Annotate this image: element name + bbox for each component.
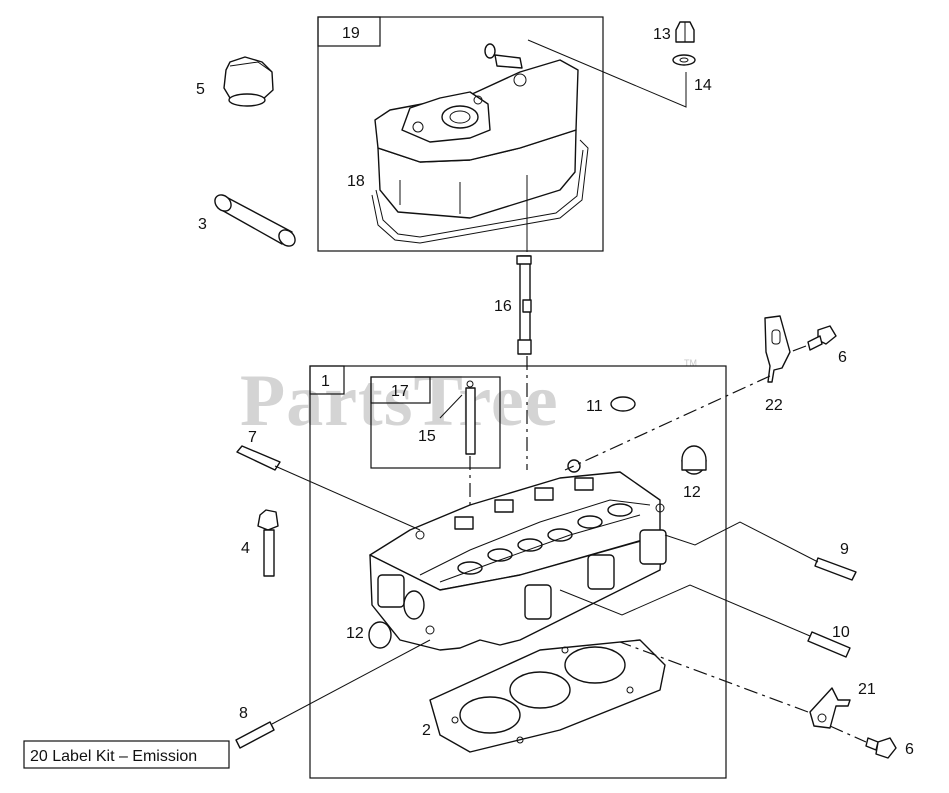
cylinder-head[interactable] (369, 459, 667, 651)
lifting-bracket-lower[interactable] (809, 687, 851, 729)
group-label-19: 19 (342, 25, 360, 42)
label-kit-box[interactable]: 20 Label Kit – Emission (23, 740, 230, 769)
callout-3: 3 (198, 216, 207, 233)
valve-rod[interactable] (439, 380, 476, 455)
label-kit-text: 20 Label Kit – Emission (30, 748, 197, 765)
head-gasket[interactable] (429, 639, 666, 753)
group-box-19[interactable]: 19 (317, 16, 604, 252)
stud-8[interactable] (235, 721, 275, 749)
valve-cover[interactable] (371, 43, 589, 244)
callout-2: 2 (422, 722, 431, 739)
expansion-plug-lower[interactable] (368, 621, 392, 649)
group-box-17[interactable]: 17 (370, 376, 501, 469)
callout-15: 15 (418, 428, 436, 445)
washer[interactable] (672, 54, 696, 66)
push-rod[interactable] (516, 255, 532, 355)
callout-13: 13 (653, 26, 671, 43)
callout-10: 10 (832, 624, 850, 641)
callout-18: 18 (347, 173, 365, 190)
callout-7: 7 (248, 429, 257, 446)
bolt-6-lower[interactable] (865, 737, 897, 759)
stud-9[interactable] (814, 557, 857, 581)
callout-11: 11 (586, 398, 603, 415)
lifting-bracket-upper[interactable] (764, 315, 791, 383)
callout-12-upper: 12 (683, 484, 701, 501)
bolt-6-upper[interactable] (807, 325, 837, 351)
callout-12-lower: 12 (346, 625, 364, 642)
callout-8: 8 (239, 705, 248, 722)
plug-11[interactable] (610, 396, 636, 412)
expansion-plug-upper[interactable] (681, 445, 707, 475)
callout-6-upper: 6 (838, 349, 847, 366)
stud-7[interactable] (236, 445, 281, 471)
callout-16: 16 (494, 298, 512, 315)
group-label-1: 1 (321, 373, 330, 390)
callout-4: 4 (241, 540, 250, 557)
bolt-4[interactable] (257, 509, 279, 577)
oil-filler-cap[interactable] (223, 56, 274, 107)
group-label-17: 17 (391, 383, 409, 400)
group-box-1[interactable]: 1 (309, 365, 727, 779)
stud-10[interactable] (807, 631, 851, 658)
callout-6-lower: 6 (905, 741, 914, 758)
cap-nut[interactable] (675, 21, 695, 43)
watermark: PartsTree (240, 360, 559, 442)
callout-5: 5 (196, 81, 205, 98)
pipe[interactable] (212, 192, 299, 250)
watermark-tm: TM (684, 358, 697, 368)
callout-22: 22 (765, 397, 783, 414)
callout-21: 21 (858, 681, 876, 698)
callout-14: 14 (694, 77, 712, 94)
callout-9: 9 (840, 541, 849, 558)
